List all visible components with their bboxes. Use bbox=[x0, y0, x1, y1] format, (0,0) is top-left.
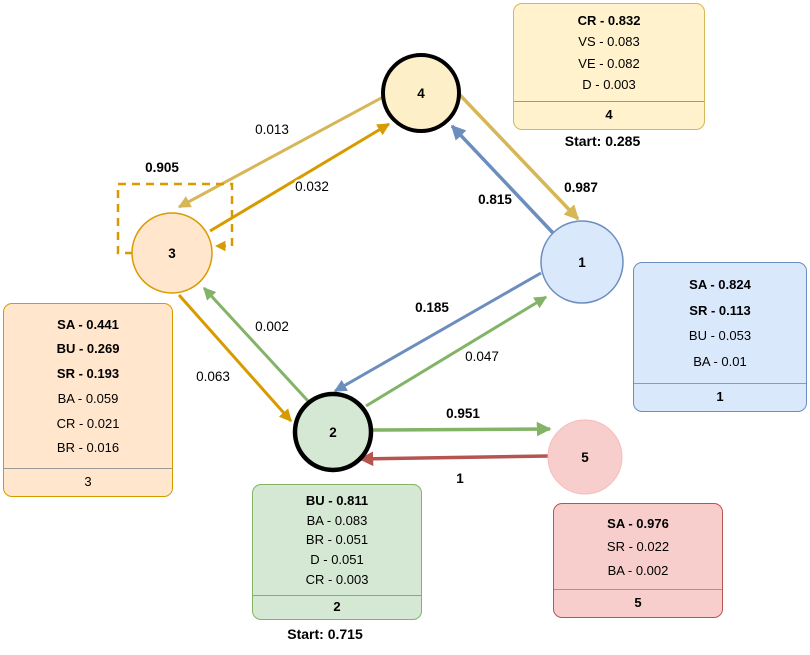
edge-4-to-1 bbox=[458, 93, 580, 221]
state-number: 5 bbox=[554, 589, 722, 617]
edge-label-3-self: 0.905 bbox=[145, 160, 179, 175]
edge-1-to-2 bbox=[333, 271, 542, 393]
state-1-emissions-box: SA - 0.824 SR - 0.113 BU - 0.053 BA - 0.… bbox=[633, 262, 807, 412]
edge-5-to-2 bbox=[358, 451, 550, 467]
emission-row: BA - 0.083 bbox=[306, 512, 368, 528]
state-number: 3 bbox=[4, 468, 172, 496]
emission-row: VE - 0.082 bbox=[578, 55, 640, 71]
edge-4-to-3 bbox=[177, 95, 384, 209]
emission-row: SR - 0.022 bbox=[606, 539, 670, 554]
emission-row: BU - 0.053 bbox=[688, 328, 752, 344]
emission-row: CR - 0.003 bbox=[305, 572, 369, 588]
node-1-label: 1 bbox=[578, 255, 586, 270]
emission-row: BU - 0.269 bbox=[56, 341, 120, 357]
edge-label-1-to-4: 0.815 bbox=[478, 192, 512, 207]
emission-row: BA - 0.002 bbox=[607, 562, 669, 578]
edge-label-4-to-1: 0.987 bbox=[564, 180, 598, 195]
emission-row: BR - 0.051 bbox=[305, 532, 369, 548]
state-4-emissions-box: CR - 0.832 VS - 0.083 VE - 0.082 D - 0.0… bbox=[513, 3, 705, 130]
start-probability-state-4: Start: 0.285 bbox=[564, 133, 641, 149]
emission-row: SA - 0.976 bbox=[607, 515, 669, 531]
node-2-circle bbox=[292, 391, 374, 473]
edge-3-to-2 bbox=[177, 294, 293, 422]
edge-label-3-to-2: 0.063 bbox=[196, 369, 230, 384]
emission-rows: SA - 0.824 SR - 0.113 BU - 0.053 BA - 0.… bbox=[634, 263, 806, 383]
emission-row: BU - 0.811 bbox=[305, 492, 369, 508]
emission-rows: SA - 0.441 BU - 0.269 SR - 0.193 BA - 0.… bbox=[4, 304, 172, 468]
state-2-emissions-box: BU - 0.811 BA - 0.083 BR - 0.051 D - 0.0… bbox=[252, 484, 422, 620]
emission-row: D - 0.051 bbox=[310, 552, 364, 568]
node-4-label: 4 bbox=[417, 86, 425, 101]
state-number: 2 bbox=[253, 595, 421, 619]
node-5-circle bbox=[547, 419, 623, 495]
emission-row: VS - 0.083 bbox=[578, 34, 640, 50]
edge-label-3-to-4: 0.032 bbox=[295, 179, 329, 194]
node-4-circle bbox=[381, 53, 461, 133]
emission-row: SA - 0.441 bbox=[57, 316, 119, 332]
edge-label-5-to-2: 1 bbox=[456, 471, 464, 486]
emission-row: CR - 0.832 bbox=[577, 13, 641, 29]
edge-1-to-4 bbox=[450, 124, 555, 235]
edge-label-2-to-1: 0.047 bbox=[465, 349, 499, 364]
edge-label-1-to-2: 0.185 bbox=[415, 300, 449, 315]
emission-row: CR - 0.021 bbox=[56, 415, 120, 431]
emission-rows: CR - 0.832 VS - 0.083 VE - 0.082 D - 0.0… bbox=[514, 4, 704, 101]
edge-2-to-3 bbox=[202, 286, 310, 403]
edge-label-4-to-3: 0.013 bbox=[255, 122, 289, 137]
node-1-circle bbox=[540, 220, 624, 304]
emission-rows: SA - 0.976 SR - 0.022 BA - 0.002 bbox=[554, 504, 722, 589]
edge-3-self-loop bbox=[116, 182, 234, 255]
state-number: 4 bbox=[514, 101, 704, 129]
edge-label-2-to-5: 0.951 bbox=[446, 406, 480, 421]
emission-row: D - 0.003 bbox=[582, 76, 636, 92]
node-5-label: 5 bbox=[581, 450, 589, 465]
node-3-circle bbox=[131, 212, 213, 294]
emission-row: SR - 0.113 bbox=[689, 302, 751, 318]
emission-row: BR - 0.016 bbox=[56, 440, 120, 456]
start-probability-state-2: Start: 0.715 bbox=[287, 626, 363, 642]
emission-row: SR - 0.193 bbox=[56, 366, 120, 382]
edge-2-to-5 bbox=[372, 421, 552, 437]
edge-2-to-1 bbox=[365, 295, 548, 408]
state-number: 1 bbox=[634, 383, 806, 411]
emission-row: SA - 0.824 bbox=[689, 276, 751, 292]
emission-row: BA - 0.01 bbox=[693, 354, 747, 370]
node-3-label: 3 bbox=[168, 246, 176, 261]
state-3-emissions-box: SA - 0.441 BU - 0.269 SR - 0.193 BA - 0.… bbox=[3, 303, 173, 497]
emission-row: BA - 0.059 bbox=[57, 390, 119, 406]
state-5-emissions-box: SA - 0.976 SR - 0.022 BA - 0.002 5 bbox=[553, 503, 723, 618]
node-2-label: 2 bbox=[329, 425, 337, 440]
emission-rows: BU - 0.811 BA - 0.083 BR - 0.051 D - 0.0… bbox=[253, 485, 421, 595]
edge-3-to-4 bbox=[209, 122, 391, 233]
edge-label-2-to-3: 0.002 bbox=[255, 319, 289, 334]
